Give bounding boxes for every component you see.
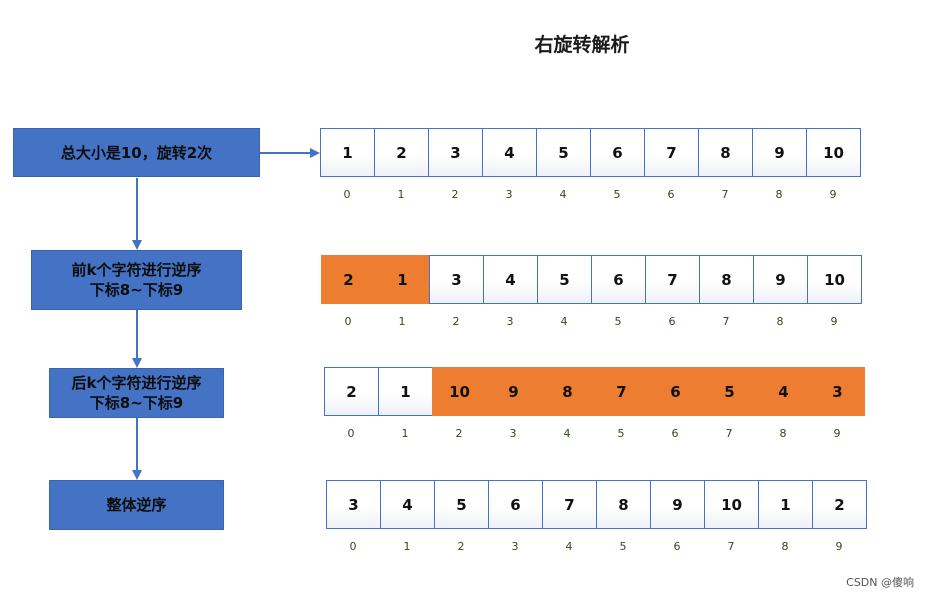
index-label: 1 [403, 540, 411, 553]
index-row-4: 0 1 2 3 4 5 6 7 8 9 [326, 540, 866, 553]
index-label: 8 [775, 188, 783, 201]
index-label: 9 [829, 188, 837, 201]
index-label: 6 [667, 188, 675, 201]
index-label: 9 [833, 427, 841, 440]
diagram-title: 右旋转解析 [534, 34, 630, 56]
index-label: 4 [559, 188, 567, 201]
array-cell: 1 [378, 367, 433, 416]
array-cell: 2 [374, 128, 429, 177]
array-cell: 5 [536, 128, 591, 177]
array-cell: 10 [807, 255, 862, 304]
array-cell: 8 [540, 367, 595, 416]
index-label: 8 [779, 427, 787, 440]
array-cell: 10 [432, 367, 487, 416]
index-label: 2 [455, 427, 463, 440]
step-4-label: 整体逆序 [106, 496, 167, 514]
index-label: 2 [452, 315, 460, 328]
array-cell: 4 [483, 255, 538, 304]
array-cell: 1 [758, 480, 813, 529]
array-cell: 7 [644, 128, 699, 177]
array-cell: 9 [486, 367, 541, 416]
index-label: 5 [614, 315, 622, 328]
index-label: 3 [509, 427, 517, 440]
index-label: 4 [560, 315, 568, 328]
index-row-3: 0 1 2 3 4 5 6 7 8 9 [324, 427, 864, 440]
index-label: 3 [511, 540, 519, 553]
step-2-label: 前k个字符进行逆序 下标8~下标9 [71, 261, 202, 299]
array-cell: 4 [482, 128, 537, 177]
index-label: 2 [457, 540, 465, 553]
array-cell: 6 [590, 128, 645, 177]
array-cell: 3 [428, 128, 483, 177]
index-label: 6 [671, 427, 679, 440]
index-label: 3 [505, 188, 513, 201]
index-label: 9 [835, 540, 843, 553]
index-label: 6 [673, 540, 681, 553]
step-1-box: 总大小是10，旋转2次 [13, 128, 260, 177]
index-label: 3 [506, 315, 514, 328]
index-label: 7 [721, 188, 729, 201]
index-label: 5 [619, 540, 627, 553]
step-2-box: 前k个字符进行逆序 下标8~下标9 [31, 250, 242, 310]
step-3-label: 后k个字符进行逆序 下标8~下标9 [71, 374, 202, 412]
array-cell: 8 [596, 480, 651, 529]
array-cell: 3 [326, 480, 381, 529]
array-cell: 7 [542, 480, 597, 529]
array-cell: 2 [321, 255, 376, 304]
index-label: 1 [398, 315, 406, 328]
array-cell: 4 [756, 367, 811, 416]
array-cell: 6 [648, 367, 703, 416]
step-1-label: 总大小是10，旋转2次 [60, 143, 213, 162]
array-cell: 5 [537, 255, 592, 304]
array-cell: 6 [591, 255, 646, 304]
index-label: 4 [565, 540, 573, 553]
array-cell: 4 [380, 480, 435, 529]
index-label: 4 [563, 427, 571, 440]
array-cell: 2 [812, 480, 867, 529]
index-label: 1 [397, 188, 405, 201]
index-label: 0 [349, 540, 357, 553]
index-label: 0 [343, 188, 351, 201]
index-row-1: 0 1 2 3 4 5 6 7 8 9 [320, 188, 860, 201]
array-cell: 10 [806, 128, 861, 177]
index-label: 1 [401, 427, 409, 440]
index-label: 7 [727, 540, 735, 553]
index-label: 7 [725, 427, 733, 440]
array-cell: 1 [375, 255, 430, 304]
array-cell: 5 [702, 367, 757, 416]
index-label: 8 [776, 315, 784, 328]
array-cell: 8 [699, 255, 754, 304]
array-cell: 6 [488, 480, 543, 529]
step-3-box: 后k个字符进行逆序 下标8~下标9 [49, 368, 224, 418]
array-cell: 9 [752, 128, 807, 177]
index-label: 5 [613, 188, 621, 201]
index-label: 5 [617, 427, 625, 440]
array-cell: 7 [645, 255, 700, 304]
array-cell: 9 [650, 480, 705, 529]
index-label: 7 [722, 315, 730, 328]
array-cell: 7 [594, 367, 649, 416]
step-4-box: 整体逆序 [49, 480, 224, 530]
array-cell: 2 [324, 367, 379, 416]
index-label: 6 [668, 315, 676, 328]
array-cell: 8 [698, 128, 753, 177]
index-label: 0 [344, 315, 352, 328]
array-cell: 3 [429, 255, 484, 304]
array-cell: 3 [810, 367, 865, 416]
array-cell: 9 [753, 255, 808, 304]
index-label: 8 [781, 540, 789, 553]
array-cell: 5 [434, 480, 489, 529]
array-cell: 1 [320, 128, 375, 177]
watermark: CSDN @傻响 [846, 576, 914, 589]
index-row-2: 0 1 2 3 4 5 6 7 8 9 [321, 315, 861, 328]
index-label: 0 [347, 427, 355, 440]
index-label: 2 [451, 188, 459, 201]
array-cell: 10 [704, 480, 759, 529]
index-label: 9 [830, 315, 838, 328]
